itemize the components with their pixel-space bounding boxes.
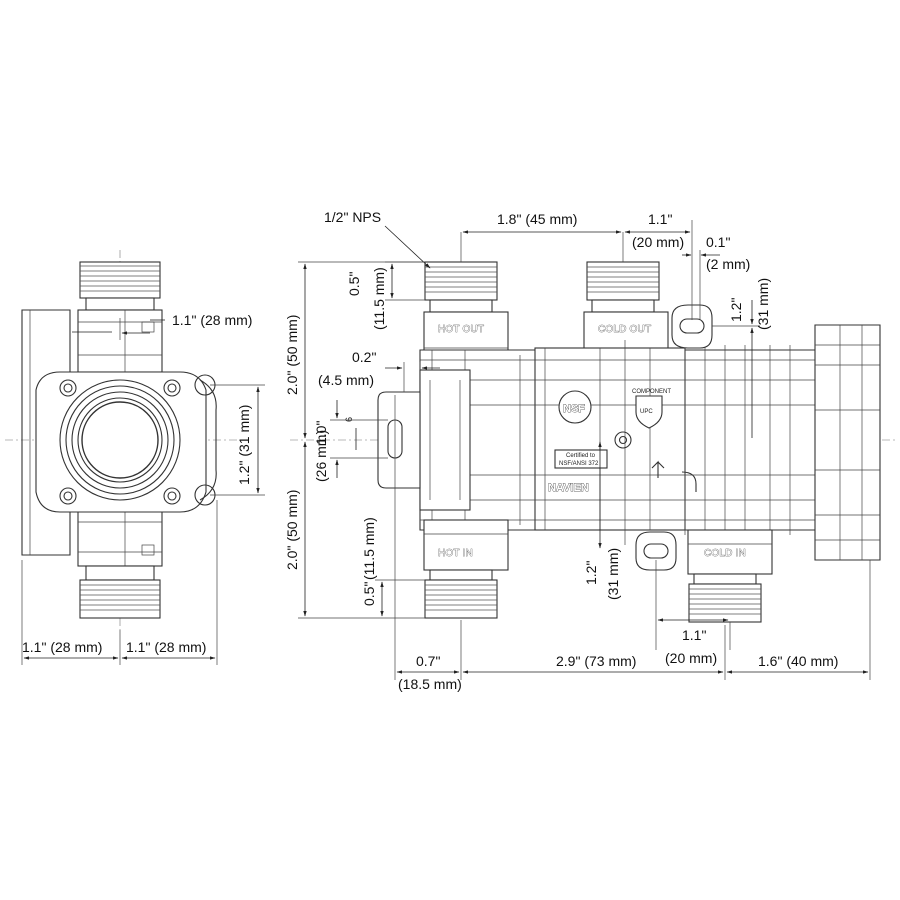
- dim-lower-right-b: (20 mm): [665, 650, 717, 666]
- dim-lower-mid-a: 1.2": [583, 561, 599, 585]
- dim-side-bottom-left: 1.1" (28 mm): [22, 639, 102, 655]
- dim-thread-len-a: 0.5": [346, 272, 362, 296]
- dim-small-b: (2 mm): [706, 256, 750, 272]
- dim-slot-a: 1.0": [313, 421, 329, 445]
- dim-tab-a: 0.2": [352, 349, 376, 365]
- label-cold-in: COLD IN: [704, 548, 746, 559]
- label-hot-in: HOT IN: [438, 548, 473, 559]
- dim-bottom-left-b: (18.5 mm): [398, 676, 462, 692]
- dim-lower-mid-b: (31 mm): [605, 548, 621, 600]
- dim-side-top: 1.1" (28 mm): [172, 312, 252, 328]
- dim-tab-b: (4.5 mm): [318, 372, 374, 388]
- dim-bottom-left-a: 0.7": [416, 653, 440, 669]
- dim-lower-right-a: 1.1": [682, 627, 706, 643]
- label-cold-out: COLD OUT: [598, 324, 651, 335]
- top-thread-side: [79, 261, 161, 299]
- dim-right-a: 1.2": [728, 298, 744, 322]
- dim-top-right-a: 1.1": [648, 211, 672, 227]
- slot-mark: 6: [344, 417, 354, 422]
- thread-hot-out: [424, 261, 498, 301]
- upc-top-text: COMPONENT: [632, 389, 671, 395]
- upc-text: UPC: [640, 409, 653, 415]
- dim-upper-height: 2.0" (50 mm): [284, 315, 300, 395]
- thread-cold-in: [688, 583, 762, 623]
- cert-line-2: NSF/ANSI 372: [559, 461, 599, 467]
- dim-side-height: 1.2" (31 mm): [236, 405, 252, 485]
- dim-lower-height: 2.0" (50 mm): [284, 490, 300, 570]
- thread-cold-out: [586, 261, 660, 301]
- flow-arrow-icon: [651, 460, 665, 478]
- flow-curve-icon: [681, 471, 697, 492]
- upc-shield-icon: [635, 395, 663, 429]
- dim-bottom-mid: 2.9" (73 mm): [556, 653, 636, 669]
- dim-thread-len-b: (11.5 mm): [371, 267, 387, 330]
- front-view: HOT OUT COLD OUT HOT IN COLD IN NSF COMP…: [284, 209, 895, 692]
- dim-top-span: 1.8" (45 mm): [497, 211, 577, 227]
- thread-hot-in: [424, 579, 498, 619]
- dim-top-right-b: (20 mm): [632, 234, 684, 250]
- dim-side-bottom-right: 1.1" (28 mm): [126, 639, 206, 655]
- dim-slot-b: (26 mm): [313, 430, 329, 482]
- nsf-logo-text: NSF: [563, 403, 585, 415]
- label-hot-out: HOT OUT: [438, 324, 484, 335]
- dim-right-b: (31 mm): [755, 278, 771, 330]
- brand-logo: NAVIEN: [548, 482, 589, 494]
- cert-line-1: Certified to: [566, 453, 596, 459]
- dim-bottom-right: 1.6" (40 mm): [758, 653, 838, 669]
- dim-small-a: 0.1": [706, 234, 730, 250]
- side-view: 1.1" (28 mm) 1.2" (31 mm) 1.1" (28 mm) 1…: [5, 250, 265, 665]
- thread-spec-label: 1/2" NPS: [324, 209, 381, 225]
- dim-lower-thread-b: (11.5 mm): [361, 517, 377, 580]
- bottom-thread-side: [79, 579, 161, 619]
- dim-lower-thread-a: 0.5": [361, 582, 377, 606]
- nsf-logo: [558, 390, 592, 424]
